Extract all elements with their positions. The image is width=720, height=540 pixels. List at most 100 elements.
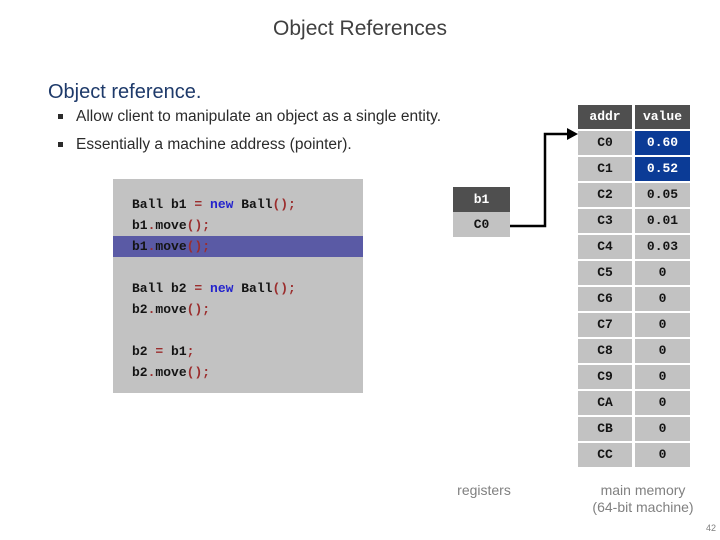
memory-addr-cell: C4 <box>578 235 632 259</box>
code-token: Ball b1 <box>132 197 195 212</box>
code-token: (); <box>186 239 211 254</box>
memory-addr-cell: CC <box>578 443 632 467</box>
code-token: . <box>147 365 156 380</box>
code-token: . <box>147 239 156 254</box>
register-name-cell: b1 <box>453 187 510 212</box>
code-token: b1 <box>171 344 187 359</box>
code-token: = <box>194 281 211 296</box>
code-blank-line <box>113 320 363 341</box>
code-token: b2 <box>132 344 156 359</box>
memory-value-cell: 0 <box>635 443 690 467</box>
bullet-item: Allow client to manipulate an object as … <box>58 105 441 133</box>
register-box: b1 C0 <box>453 187 510 237</box>
code-token: . <box>147 218 156 233</box>
code-token: Ball b2 <box>132 281 195 296</box>
code-line: b2.move(); <box>113 362 363 383</box>
code-token: = <box>194 197 211 212</box>
memory-addr-cell: C3 <box>578 209 632 233</box>
bullet-text: Allow client to manipulate an object as … <box>76 108 442 125</box>
code-token: move <box>155 365 187 380</box>
memory-addr-cell: CB <box>578 417 632 441</box>
code-token: . <box>147 302 156 317</box>
code-blank-line <box>113 257 363 278</box>
memory-header-value: value <box>635 105 690 129</box>
section-heading: Object reference. <box>48 81 202 103</box>
code-token: Ball <box>233 281 273 296</box>
code-token: move <box>155 302 187 317</box>
memory-addr-cell: C0 <box>578 131 632 155</box>
code-token: ; <box>186 344 195 359</box>
register-value-cell: C0 <box>453 212 510 237</box>
registers-label: registers <box>457 482 511 498</box>
memory-value-cell-highlighted: 0.60 <box>635 131 690 155</box>
code-token: (); <box>186 302 211 317</box>
code-line: b1.move(); <box>113 215 363 236</box>
code-token: move <box>155 218 187 233</box>
code-token: (); <box>272 281 296 296</box>
memory-value-cell: 0.03 <box>635 235 690 259</box>
code-token: b2 <box>132 365 148 380</box>
memory-value-cell: 0 <box>635 313 690 337</box>
code-token: new <box>210 281 234 296</box>
memory-value-cell: 0 <box>635 365 690 389</box>
memory-addr-cell: C7 <box>578 313 632 337</box>
memory-addr-cell: C2 <box>578 183 632 207</box>
code-token: Ball <box>233 197 273 212</box>
code-line: b2.move(); <box>113 299 363 320</box>
memory-header-addr: addr <box>578 105 632 129</box>
code-line-highlighted: b1.move(); <box>113 236 363 257</box>
code-line: Ball b2 = new Ball(); <box>113 278 363 299</box>
memory-value-cell: 0 <box>635 287 690 311</box>
bullet-text: Essentially a machine address (pointer). <box>76 136 352 153</box>
code-token: (); <box>186 218 211 233</box>
memory-value-cell: 0 <box>635 339 690 363</box>
bullet-item: Essentially a machine address (pointer). <box>58 133 441 161</box>
memory-value-cell: 0 <box>635 261 690 285</box>
memory-value-cell: 0 <box>635 391 690 415</box>
code-token: b1 <box>132 239 148 254</box>
memory-addr-cell: C6 <box>578 287 632 311</box>
code-line: Ball b1 = new Ball(); <box>113 194 363 215</box>
page-number: 42 <box>705 523 716 533</box>
memory-value-cell-highlighted: 0.52 <box>635 157 690 181</box>
bullet-list: Allow client to manipulate an object as … <box>58 105 441 161</box>
code-token: new <box>210 197 234 212</box>
memory-value-cell: 0.05 <box>635 183 690 207</box>
code-token: move <box>155 239 187 254</box>
slide-title: Object References <box>273 17 447 40</box>
main-memory-label: main memory (64-bit machine) <box>558 482 720 516</box>
memory-value-cell: 0 <box>635 417 690 441</box>
memory-header-row: addr value <box>578 105 690 129</box>
code-token: (); <box>272 197 296 212</box>
code-box: Ball b1 = new Ball();b1.move();b1.move()… <box>113 179 363 393</box>
code-token: b1 <box>132 218 148 233</box>
bullet-square-icon <box>58 114 63 119</box>
bullet-square-icon <box>58 142 63 147</box>
memory-addr-cell: C8 <box>578 339 632 363</box>
code-token: = <box>155 344 172 359</box>
code-line: b2 = b1; <box>113 341 363 362</box>
code-token: (); <box>186 365 211 380</box>
memory-addr-cell: CA <box>578 391 632 415</box>
memory-value-cell: 0.01 <box>635 209 690 233</box>
main-memory-label-line2: (64-bit machine) <box>592 499 694 515</box>
memory-addr-cell: C1 <box>578 157 632 181</box>
memory-addr-cell: C5 <box>578 261 632 285</box>
code-token: b2 <box>132 302 148 317</box>
main-memory-label-line1: main memory <box>600 482 686 498</box>
memory-addr-cell: C9 <box>578 365 632 389</box>
